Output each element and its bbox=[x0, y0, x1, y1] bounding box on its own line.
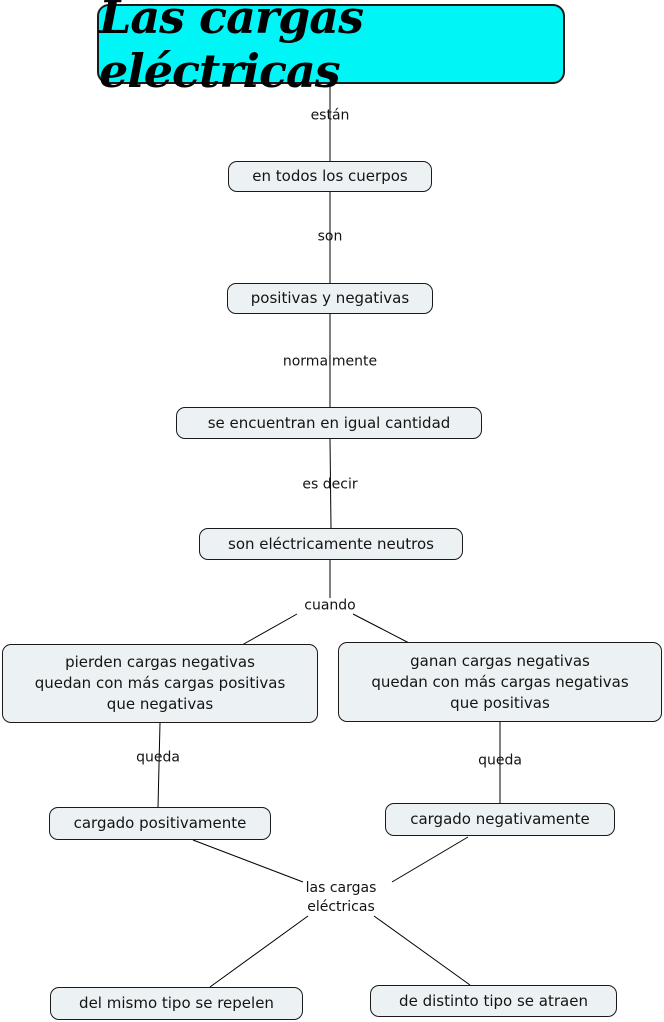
connector-line bbox=[329, 438, 332, 529]
connector-line bbox=[209, 915, 309, 988]
link-label-es-decir: es decir bbox=[302, 476, 358, 493]
link-label-cuando: cuando bbox=[304, 597, 356, 614]
node-cargado-negativamente: cargado negativamente bbox=[385, 803, 615, 836]
node-electricamente-neutros: son eléctricamente neutros bbox=[199, 528, 463, 560]
map-title: Las cargas eléctricas bbox=[97, 0, 565, 98]
node-mismo-tipo-repelen: del mismo tipo se repelen bbox=[50, 987, 303, 1020]
node-distinto-tipo-atraen: de distinto tipo se atraen bbox=[370, 985, 617, 1017]
link-label-las-cargas-electricas: las cargas eléctricas bbox=[305, 880, 377, 915]
connector-line bbox=[157, 722, 161, 808]
connector-line bbox=[192, 839, 304, 883]
connector-line bbox=[373, 915, 471, 986]
node-positivas-y-negativas: positivas y negativas bbox=[227, 283, 433, 314]
node-pierden-cargas-negativas: pierden cargas negativas quedan con más … bbox=[2, 644, 318, 723]
node-en-todos-los-cuerpos: en todos los cuerpos bbox=[228, 161, 432, 192]
link-label-estan: están bbox=[310, 107, 350, 124]
link-label-queda-right: queda bbox=[478, 752, 522, 769]
connector-line bbox=[241, 613, 298, 646]
node-ganan-cargas-negativas: ganan cargas negativas quedan con más ca… bbox=[338, 642, 662, 722]
link-label-son: son bbox=[317, 228, 343, 245]
connector-line bbox=[391, 836, 469, 883]
link-label-queda-left: queda bbox=[136, 749, 180, 766]
link-label-normalmente: normalmente bbox=[282, 353, 378, 370]
node-igual-cantidad: se encuentran en igual cantidad bbox=[176, 407, 482, 439]
connector-line bbox=[352, 613, 412, 645]
node-cargado-positivamente: cargado positivamente bbox=[49, 807, 271, 840]
